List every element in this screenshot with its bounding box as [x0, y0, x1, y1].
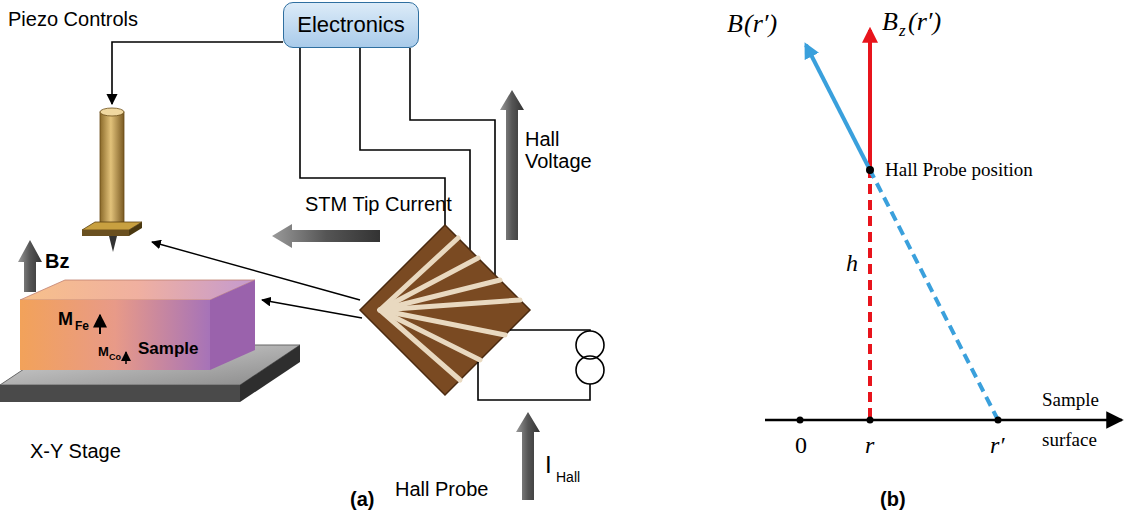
axis-tick: 0 — [795, 432, 807, 458]
control-wire — [112, 42, 283, 104]
subscript: z — [899, 22, 906, 41]
magnetization-arrow — [125, 352, 127, 364]
signal-label: Hall Voltage — [525, 128, 605, 172]
magnetization-label: M — [58, 310, 73, 330]
current-arrow — [516, 412, 540, 500]
vector-label: (r′) — [744, 10, 777, 39]
magnetization-label: M — [98, 345, 109, 359]
signal-label: I — [545, 452, 552, 478]
current-source — [478, 330, 604, 400]
axis-tick: r — [865, 432, 874, 458]
subscript: Hall — [556, 470, 580, 485]
vector-label: (r′) — [908, 8, 941, 37]
axis-tick: r′ — [990, 432, 1005, 458]
hall-probe-chip — [360, 225, 530, 395]
vector-label: B — [727, 10, 743, 39]
magnetization-arrow — [99, 315, 101, 334]
box-label: Electronics — [297, 12, 405, 38]
pointer-arrow — [262, 300, 362, 318]
panel-label: (a) — [350, 488, 374, 510]
vector-label: B — [882, 8, 898, 37]
process-box: Electronics — [283, 2, 419, 48]
geometry-panel — [765, 30, 1122, 424]
voltage-arrow — [500, 90, 524, 240]
panel-label: (b) — [880, 488, 906, 510]
part-label: X-Y Stage — [30, 440, 121, 462]
signal-label: STM Tip Current — [305, 193, 452, 215]
part-label: Hall Probe — [395, 478, 488, 500]
axis-label: Sample surface — [1042, 380, 1112, 460]
subscript: Co — [109, 353, 121, 363]
piezo-tube — [82, 108, 142, 252]
panel-label: Piezo Controls — [8, 8, 138, 30]
current-arrow — [272, 224, 380, 248]
subscript: Fe — [75, 320, 89, 333]
sample-block — [20, 280, 255, 370]
position-label: Hall Probe position — [885, 160, 1033, 181]
field-label: Bz — [45, 250, 69, 272]
part-label: Sample — [138, 340, 198, 359]
pointer-arrow — [152, 242, 360, 300]
distance-label: h — [846, 250, 858, 276]
field-arrow — [18, 240, 42, 292]
